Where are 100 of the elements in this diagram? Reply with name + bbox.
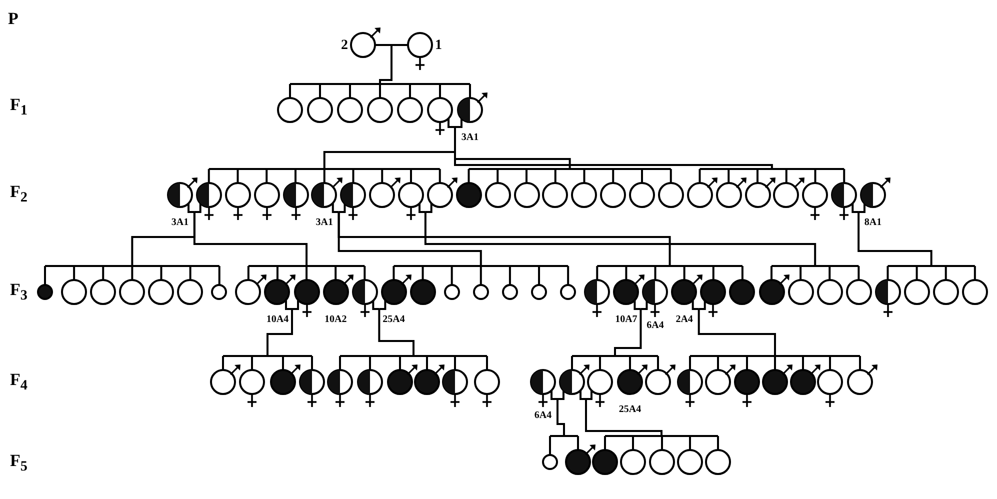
individual-circle	[656, 181, 685, 209]
descent-line	[508, 266, 511, 285]
descent-line	[657, 356, 659, 370]
descent-line	[319, 84, 321, 98]
sibship-line	[772, 265, 859, 267]
individual-circle	[801, 181, 830, 209]
descent-line	[629, 356, 631, 370]
individual-circle	[932, 278, 960, 306]
individual-circle	[413, 368, 441, 396]
specimen-code: 10A4	[266, 314, 289, 325]
mating-line	[425, 204, 432, 213]
specimen-code: 3A1	[316, 217, 333, 228]
mating-line	[692, 300, 699, 310]
descent-line	[410, 169, 412, 183]
individual-circle	[714, 181, 743, 209]
descent-line	[770, 266, 772, 280]
descent-line	[454, 356, 456, 370]
individual-circle	[512, 181, 540, 209]
descent-line	[266, 309, 293, 356]
individual-circle	[902, 278, 931, 306]
descent-line	[828, 266, 831, 280]
individual-circle	[292, 278, 321, 306]
individual-circle	[676, 368, 704, 396]
individual-circle	[426, 181, 454, 209]
individual-circle	[426, 96, 454, 124]
descent-line	[843, 169, 846, 183]
descent-line	[670, 169, 672, 183]
sibship-line	[597, 265, 742, 267]
sibship-line	[45, 265, 220, 267]
descent-line	[800, 266, 802, 280]
individual-circle	[238, 368, 266, 396]
descent-line	[974, 266, 976, 280]
descent-line	[208, 169, 210, 183]
descent-line	[218, 266, 220, 285]
mating-line	[550, 390, 558, 400]
sibship-line	[550, 435, 578, 437]
sibship-line	[223, 355, 312, 357]
individual-circle	[676, 448, 704, 476]
descent-line	[661, 436, 663, 450]
generation-label: F$_{3}$	[10, 281, 28, 304]
mating-line	[586, 390, 592, 400]
descent-line	[756, 169, 758, 183]
descent-line	[585, 399, 662, 436]
specimen-code: 10A7	[615, 314, 638, 325]
individual-circle	[648, 448, 676, 476]
descent-line	[160, 266, 162, 280]
descent-line	[131, 266, 134, 280]
descent-line	[526, 169, 528, 183]
descent-line	[496, 169, 499, 183]
specimen-code: 8A1	[864, 217, 882, 228]
specimen-code: 3A1	[171, 217, 189, 228]
descent-line	[378, 309, 414, 356]
individual-circle	[269, 368, 297, 396]
individual-circle	[564, 448, 592, 476]
individual-circle	[558, 368, 586, 396]
descent-line	[632, 436, 634, 450]
mating-line	[558, 390, 564, 400]
descent-line	[599, 356, 601, 370]
descent-line	[236, 169, 239, 183]
specimen-code: 2A4	[676, 314, 693, 325]
descent-line	[741, 266, 744, 280]
descent-line	[276, 266, 278, 280]
descent-line	[802, 356, 804, 370]
individual-circle	[744, 181, 772, 209]
individual-circle	[686, 181, 714, 209]
descent-line	[814, 169, 816, 183]
individual-circle	[36, 283, 54, 301]
sibship-line	[248, 265, 365, 267]
sibship-line	[340, 355, 487, 357]
specimen-code: 25A4	[618, 404, 642, 415]
individual-circle	[846, 368, 874, 396]
descent-line	[450, 266, 453, 285]
individual-circle	[728, 278, 756, 306]
sibship-line	[468, 168, 671, 170]
individual-circle	[472, 283, 490, 301]
descent-line	[339, 356, 341, 370]
descent-line	[222, 356, 224, 370]
descent-line	[294, 169, 296, 183]
descent-line	[282, 356, 284, 370]
specimen-code: 1	[435, 39, 442, 53]
descent-line	[556, 399, 565, 436]
individual-circle	[224, 181, 252, 209]
individual-circle	[356, 368, 384, 396]
individual-circle	[176, 278, 204, 306]
descent-line	[251, 356, 253, 370]
sibship-line	[690, 355, 860, 357]
descent-line	[422, 266, 424, 280]
mating-line	[372, 300, 380, 310]
descent-line	[717, 436, 719, 450]
descent-line	[625, 266, 628, 280]
individual-circle	[586, 368, 614, 396]
descent-line	[604, 436, 606, 450]
descent-line	[379, 84, 381, 98]
individual-circle	[147, 278, 176, 306]
individual-circle	[397, 181, 425, 209]
generation-label: F$_{2}$	[10, 183, 28, 206]
individual-circle	[830, 181, 858, 209]
descent-line	[774, 356, 776, 370]
individual-circle	[628, 181, 656, 209]
descent-line	[717, 356, 719, 370]
